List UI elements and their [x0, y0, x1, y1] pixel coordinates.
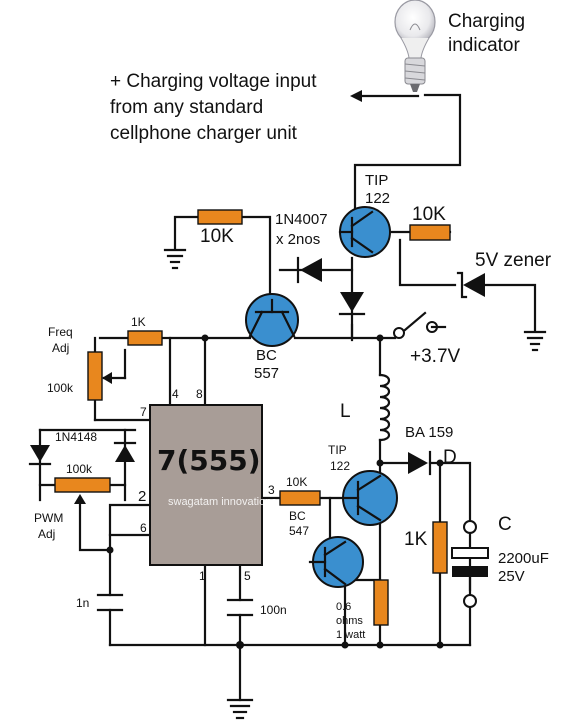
zener-label: 5V zener — [475, 250, 552, 271]
resistor-10k-right-label: 10K — [412, 204, 446, 225]
capacitor-1n — [96, 593, 124, 612]
charging-indicator-label-2: indicator — [448, 35, 520, 56]
resistor-1k-freq-label: 1K — [131, 315, 146, 329]
diode-d-label: D — [443, 447, 457, 468]
junction-dots — [106, 334, 444, 649]
pin1-label: 1 — [199, 569, 206, 583]
resistors — [54, 209, 451, 626]
transistor-bc547 — [308, 536, 364, 588]
inductor-coil — [378, 373, 391, 442]
diode-1n4148-left — [28, 445, 52, 466]
ground-zener — [523, 330, 547, 352]
charging-indicator-label-1: Charging — [448, 11, 525, 32]
tip122-top-label-2: 122 — [365, 190, 390, 207]
potentiometer-100k-pwm — [54, 477, 111, 493]
transistor-tip122-bottom — [342, 470, 398, 526]
resistor-10k-left-label: 10K — [200, 226, 234, 247]
freq-adj-label-1: Freq — [48, 325, 73, 339]
shunt-label-3: 1 watt — [336, 629, 365, 641]
diode-1n4007-label-2: x 2nos — [276, 231, 320, 248]
cap-value-label-1: 2200uF — [498, 550, 549, 567]
capacitor-2200uf — [451, 520, 489, 608]
ic-555-label: 7(555) — [157, 444, 261, 477]
pin8-label: 8 — [196, 387, 203, 401]
input-label-3: cellphone charger unit — [110, 123, 298, 144]
cap-value-label-2: 25V — [498, 568, 525, 585]
resistor-shunt — [373, 579, 389, 626]
labels: Charging indicator + Charging voltage in… — [34, 11, 552, 641]
bc557-label-1: BC — [256, 347, 277, 364]
v37-label: +3.7V — [410, 346, 461, 367]
watermark-text: swagatam innovations — [168, 496, 277, 508]
diode-ba159 — [408, 450, 432, 476]
pwm-adj-label-2: Adj — [38, 527, 55, 541]
pwm-wiper-arrow-icon — [74, 494, 86, 504]
resistor-1k-right-label: 1K — [404, 529, 428, 550]
cap-100n-label: 100n — [260, 603, 287, 617]
diode-1n4148-label: 1N4148 — [55, 430, 97, 444]
bulb-icon — [394, 0, 436, 92]
transistor-tip122-top — [338, 206, 391, 258]
ground-main — [226, 698, 254, 720]
input-label-2: from any standard — [110, 97, 263, 118]
diode-1n4007-label-1: 1N4007 — [275, 211, 328, 228]
resistor-1k-freq — [127, 330, 163, 346]
shunt-label-2: ohms — [336, 615, 363, 627]
freq-adj-label-2: Adj — [52, 341, 69, 355]
pin5-label: 5 — [244, 569, 251, 583]
freq-wiper-arrow-icon — [102, 372, 112, 384]
pin2-label: 2 — [138, 488, 146, 505]
wires — [38, 93, 537, 702]
switch — [393, 321, 447, 339]
shunt-label-1: 0.6 — [336, 601, 351, 613]
inductor-label: L — [340, 401, 351, 422]
pin3-label: 3 — [268, 483, 275, 497]
tip122-bottom-label-1: TIP — [328, 443, 347, 457]
ba159-label: BA 159 — [405, 424, 453, 441]
transistor-bc557 — [245, 293, 299, 347]
bc557-label-2: 557 — [254, 365, 279, 382]
resistor-10k-right — [409, 224, 451, 241]
resistor-1k-right — [432, 521, 448, 574]
bc547-label-1: BC — [289, 509, 306, 523]
potentiometer-100k-freq — [87, 351, 103, 401]
resistor-10k-base — [279, 490, 321, 506]
ground-left-10k — [163, 248, 187, 270]
pin6-label: 6 — [140, 521, 147, 535]
ic-555-body — [149, 404, 263, 566]
input-arrow-icon — [350, 90, 362, 102]
tip122-top-label-1: TIP — [365, 172, 388, 189]
cap-c-label: C — [498, 514, 512, 535]
pot-100k-pwm-label: 100k — [66, 462, 93, 476]
resistor-10k-base-label: 10K — [286, 475, 307, 489]
pot-100k-freq-label: 100k — [47, 381, 74, 395]
resistor-10k-left — [197, 209, 243, 225]
zener-diode — [456, 271, 485, 299]
pwm-adj-label-1: PWM — [34, 511, 63, 525]
ground-symbols — [163, 248, 547, 720]
diode-1n4148-right — [113, 441, 137, 462]
capacitor-100n — [226, 598, 254, 617]
cap-1n-label: 1n — [76, 596, 89, 610]
pin7-label: 7 — [140, 405, 147, 419]
bc547-label-2: 547 — [289, 524, 309, 538]
diode-1n4007-horizontal — [296, 256, 322, 284]
input-label-1: + Charging voltage input — [110, 71, 317, 92]
diode-1n4007-vertical — [338, 292, 366, 316]
pin4-label: 4 — [172, 387, 179, 401]
tip122-bottom-label-2: 122 — [330, 459, 350, 473]
